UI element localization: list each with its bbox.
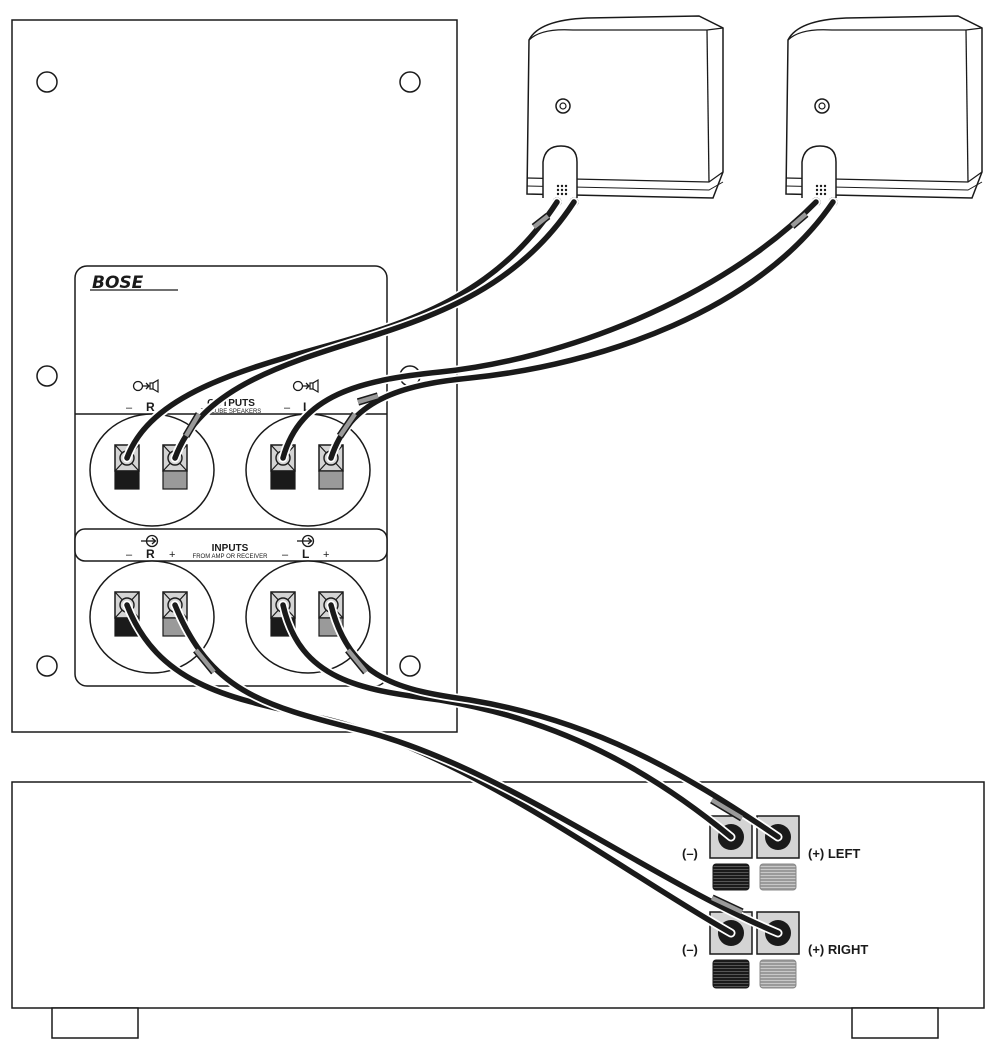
input-arrow-icon <box>141 534 159 548</box>
amp-left-minus-label: (–) <box>682 846 698 861</box>
plus-sleeve <box>182 412 203 438</box>
mount-hole <box>36 655 58 677</box>
amp-right-plus-label: (+) RIGHT <box>808 942 868 957</box>
speaker-grille-dots-icon <box>556 184 568 196</box>
amp-left-minus-color-block <box>712 863 750 891</box>
amp-right-minus-color-block <box>712 959 750 989</box>
output-right-terminal-cup <box>89 413 215 527</box>
speaker-mount-center <box>818 102 826 110</box>
amplifier: (–) (+) LEFT (–) (+) RIGHT <box>11 781 985 1039</box>
speaker-body <box>785 15 983 199</box>
inputs-right-plus: + <box>169 549 175 561</box>
wire-output-left-plus <box>326 197 838 463</box>
outputs-left-minus: – <box>284 402 291 414</box>
speaker-base-line <box>526 181 724 191</box>
amp-right-minus-label: (–) <box>682 942 698 957</box>
wire-output-left-minus <box>278 197 821 463</box>
mount-hole <box>399 655 421 677</box>
outputs-left-channel: L <box>303 400 310 414</box>
inputs-left-channel: L <box>302 547 309 561</box>
plus-sleeve <box>531 213 551 230</box>
inputs-left-minus: – <box>282 549 289 561</box>
speaker-corner <box>965 29 969 183</box>
mount-hole <box>36 365 58 387</box>
plus-sleeve <box>356 392 380 406</box>
outputs-right-minus: – <box>126 402 133 414</box>
speaker-terminal-recess <box>801 145 837 198</box>
input-right-terminal-cup <box>89 560 215 674</box>
speaker-front-edge <box>787 27 983 41</box>
wire-output-right-plus <box>170 197 579 463</box>
plus-sleeve <box>345 647 369 675</box>
speaker-mount-center <box>559 102 567 110</box>
plus-sleeve <box>710 894 744 916</box>
wire-input-left-minus <box>278 600 736 842</box>
plus-sleeve <box>710 796 744 822</box>
amp-right-plus-color-block <box>759 959 797 989</box>
inputs-right-minus: – <box>126 549 133 561</box>
inputs-left-plus: + <box>323 549 329 561</box>
amp-left-plus-label: (+) LEFT <box>808 846 860 861</box>
amplifier-foot <box>851 1007 939 1039</box>
amp-left-terminals: (–) (+) LEFT <box>682 815 860 891</box>
inputs-right-channel: R <box>146 547 155 561</box>
mount-hole <box>36 71 58 93</box>
speaker-wires <box>122 197 838 938</box>
inputs-label-band <box>74 528 388 562</box>
speaker-base-line <box>785 181 983 191</box>
mount-hole <box>399 71 421 93</box>
speaker-body <box>526 15 724 199</box>
plus-sleeve <box>336 411 359 439</box>
inputs-label-group: – R + INPUTS FROM AMP OR RECEIVER – L + <box>126 534 329 561</box>
outputs-label-group: – R OUTPUTS TO CUBE SPEAKERS – L <box>126 378 319 415</box>
plus-sleeve <box>789 211 809 229</box>
output-to-speaker-icon <box>132 378 159 394</box>
cube-speaker-1 <box>526 15 724 207</box>
wire-input-right-plus <box>170 600 783 938</box>
output-left-terminal-cup <box>245 413 371 527</box>
amplifier-foot <box>51 1007 139 1039</box>
inputs-title: INPUTS <box>212 543 249 554</box>
amp-right-plus-terminal <box>756 911 800 955</box>
output-to-speaker-icon <box>292 378 319 394</box>
speaker-terminal-recess <box>542 145 578 198</box>
brand-logo: BOSE <box>92 273 144 293</box>
outputs-right-channel: R <box>146 400 155 414</box>
outputs-title: OUTPUTS <box>207 398 255 409</box>
plus-sleeve <box>193 647 217 675</box>
speaker-base-line <box>526 171 724 183</box>
speaker-corner <box>706 29 710 183</box>
amp-left-plus-color-block <box>759 863 797 891</box>
inputs-subtitle: FROM AMP OR RECEIVER <box>193 554 269 560</box>
speaker-base-line <box>785 171 983 183</box>
speaker-grille-dots-icon <box>815 184 827 196</box>
input-left-terminal-cup <box>245 560 371 674</box>
speaker-front-edge <box>528 27 724 41</box>
cube-speaker-2 <box>785 15 983 207</box>
input-arrow-icon <box>297 534 315 548</box>
outputs-subtitle: TO CUBE SPEAKERS <box>201 409 262 415</box>
amplifier-body <box>11 781 985 1009</box>
